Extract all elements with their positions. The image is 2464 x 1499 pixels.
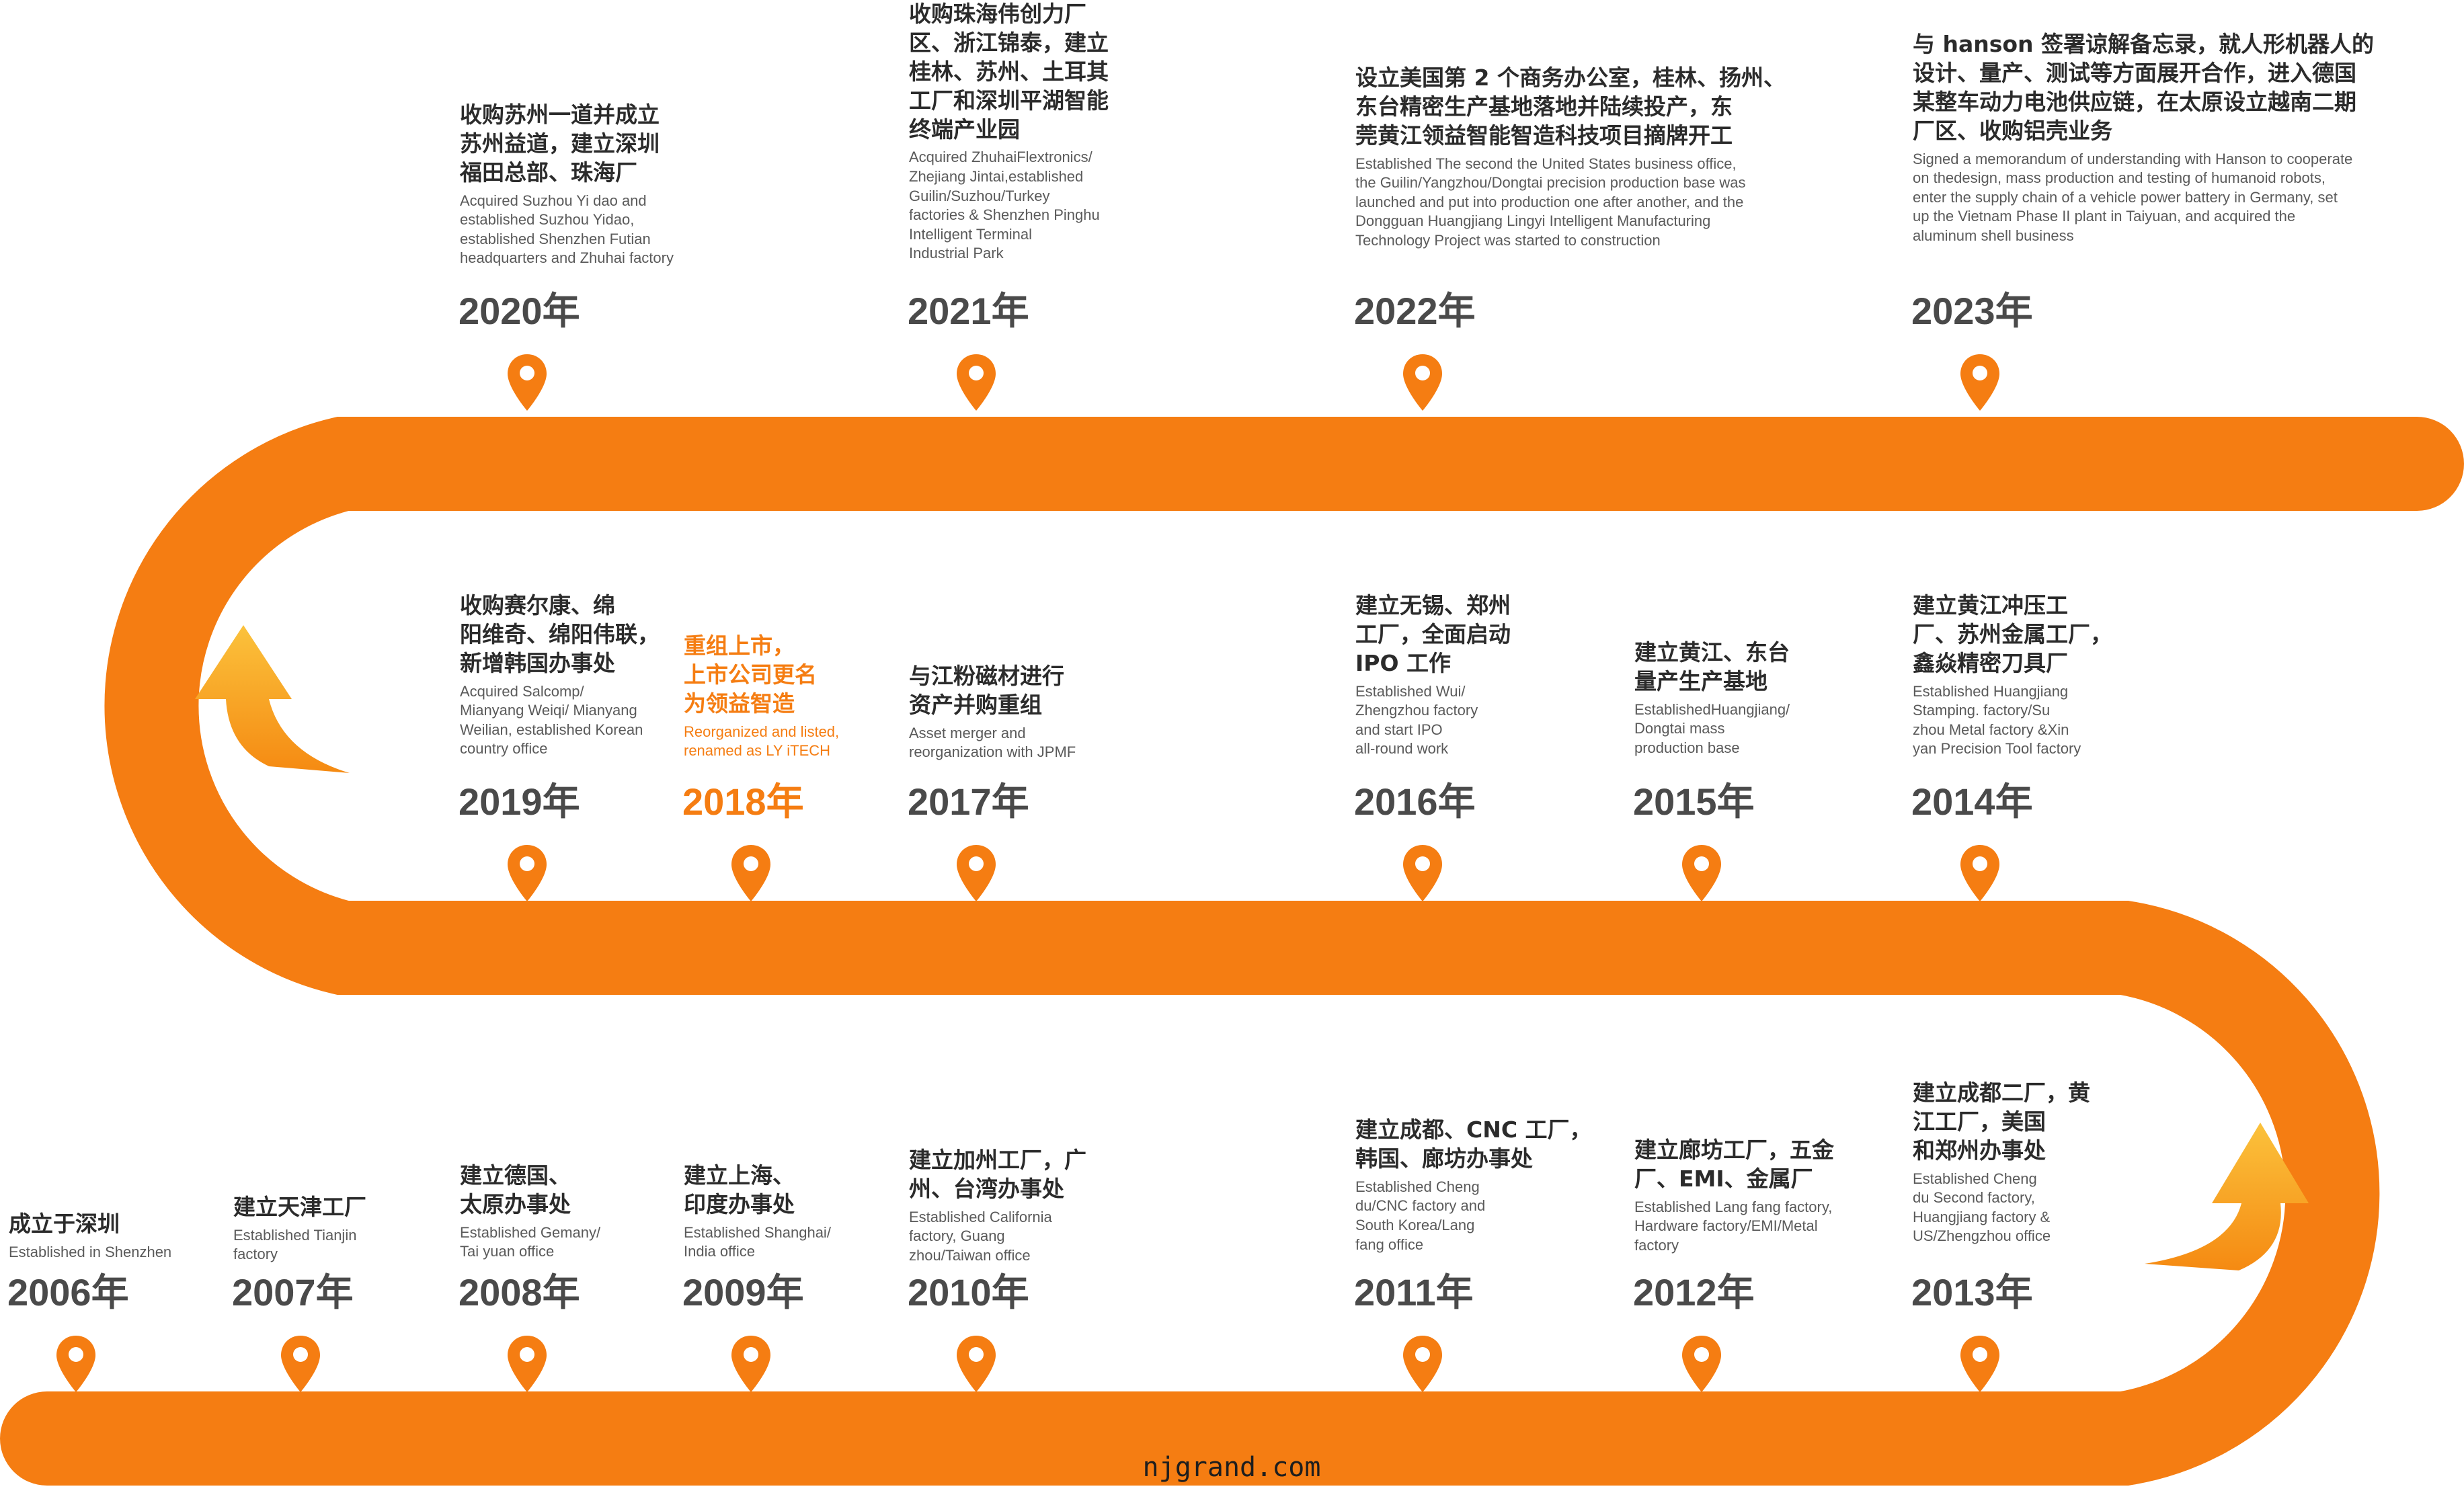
footer-url[interactable]: njgrand.com [1142, 1452, 1321, 1483]
curved-up-arrow-icon [2145, 1123, 2309, 1270]
milestone-title: 建立德国、 太原办事处 [460, 1162, 571, 1217]
milestone-title: 收购苏州一道并成立 苏州益道，建立深圳 福田总部、珠海厂 [460, 102, 660, 186]
milestone-year: 2010年 [908, 1271, 1029, 1313]
milestone-description: Established Cheng du/CNC factory and Sou… [1355, 1178, 1486, 1253]
milestone-item: 建立加州工厂，广 州、台湾办事处 Established California f… [909, 1146, 1124, 1266]
milestone-year: 2022年 [1354, 290, 1476, 332]
milestone-year: 2006年 [7, 1271, 129, 1313]
location-pin-icon [1403, 354, 1442, 411]
milestone-year: 2016年 [1354, 780, 1476, 823]
milestone-year: 2009年 [682, 1271, 804, 1313]
location-pin-icon [1682, 845, 1721, 901]
milestone-description: Asset merger and reorganization with JPM… [909, 724, 1076, 761]
location-pin-icon [1960, 845, 1999, 901]
location-pin-icon [731, 1336, 770, 1392]
milestone-description: Established Tianjin factory [233, 1226, 357, 1263]
milestone-description: Established Cheng du Second factory, Hua… [1913, 1170, 2051, 1245]
milestone-title: 建立无锡、郑州 工厂，全面启动 IPO 工作 [1355, 592, 1511, 676]
location-pin-icon [56, 1336, 95, 1392]
milestone-year: 2018年 [682, 780, 804, 823]
milestone-title: 建立黄江、东台 量产生产基地 [1634, 639, 1790, 694]
milestone-description: Established The second the United States… [1355, 155, 1746, 249]
milestone-title: 收购珠海伟创力厂 区、浙江锦泰，建立 桂林、苏州、土耳其 工厂和深圳平湖智能 终… [909, 1, 1109, 143]
milestone-item: 重组上市， 上市公司更名 为领益智造 Reorganized and listed… [684, 632, 892, 761]
milestone-year: 2013年 [1911, 1271, 2033, 1313]
milestone-item: 收购珠海伟创力厂 区、浙江锦泰，建立 桂林、苏州、土耳其 工厂和深圳平湖智能 终… [909, 0, 1138, 264]
milestone-year: 2017年 [908, 780, 1029, 823]
milestone-item: 设立美国第 2 个商务办公室，桂林、扬州、 东台精密生产基地落地并陆续投产，东 … [1355, 64, 1786, 251]
location-pin-icon [1960, 1336, 1999, 1392]
location-pin-icon [957, 845, 996, 901]
milestone-item: 建立上海、 印度办事处 Established Shanghai/ India o… [684, 1162, 885, 1262]
location-pin-icon [508, 354, 547, 411]
milestone-item: 建立成都、CNC 工厂， 韩国、廊坊办事处 Established Cheng d… [1355, 1116, 1611, 1254]
milestone-title: 建立天津工厂 [233, 1194, 366, 1220]
milestone-title: 建立廊坊工厂，五金 厂、EMI、金属厂 [1634, 1137, 1834, 1192]
location-pin-icon [1960, 354, 1999, 411]
milestone-description: Signed a memorandum of understanding wit… [1913, 150, 2353, 244]
milestone-description: Reorganized and listed, renamed as LY iT… [684, 723, 840, 760]
location-pin-icon [281, 1336, 320, 1392]
milestone-year: 2015年 [1633, 780, 1755, 823]
milestone-title: 建立上海、 印度办事处 [684, 1162, 795, 1217]
location-pin-icon [1403, 845, 1442, 901]
milestone-year: 2021年 [908, 290, 1029, 332]
milestone-item: 建立德国、 太原办事处 Established Gemany/ Tai yuan … [460, 1162, 662, 1262]
milestone-description: Established California factory, Guang zh… [909, 1208, 1052, 1264]
milestone-title: 建立加州工厂，广 州、台湾办事处 [909, 1147, 1086, 1202]
milestone-description: Established in Shenzhen [9, 1243, 172, 1260]
location-pin-icon [731, 845, 770, 901]
milestone-title: 建立成都二厂，黄 江工厂，美国 和郑州办事处 [1913, 1080, 2090, 1164]
milestone-title: 建立黄江冲压工 厂、苏州金属工厂， 鑫焱精密刀具厂 [1913, 592, 2112, 676]
milestone-description: Acquired Salcomp/ Mianyang Weiqi/ Mianya… [460, 682, 643, 758]
milestone-title: 设立美国第 2 个商务办公室，桂林、扬州、 东台精密生产基地落地并陆续投产，东 … [1355, 65, 1786, 149]
milestone-title: 成立于深圳 [9, 1211, 120, 1237]
location-pin-icon [957, 1336, 996, 1392]
milestone-description: Acquired Suzhou Yi dao and established S… [460, 192, 674, 267]
milestone-description: EstablishedHuangjiang/ Dongtai mass prod… [1634, 700, 1790, 756]
milestone-year: 2012年 [1633, 1271, 1755, 1313]
milestone-year: 2020年 [459, 290, 580, 332]
location-pin-icon [1403, 1336, 1442, 1392]
milestone-year: 2014年 [1911, 780, 2033, 823]
milestone-description: Established Wui/ Zhengzhou factory and s… [1355, 682, 1478, 758]
location-pin-icon [1682, 1336, 1721, 1392]
milestone-title: 建立成都、CNC 工厂， 韩国、廊坊办事处 [1355, 1117, 1592, 1172]
milestone-title: 与江粉磁材进行 资产并购重组 [909, 663, 1064, 718]
milestone-title: 收购赛尔康、绵 阳维奇、绵阳伟联， 新增韩国办事处 [460, 592, 660, 676]
milestone-year: 2023年 [1911, 290, 2033, 332]
milestone-description: Acquired ZhuhaiFlextronics/ Zhejiang Jin… [909, 149, 1100, 262]
milestone-item: 建立廊坊工厂，五金 厂、EMI、金属厂 Established Lang fang… [1634, 1136, 1890, 1256]
location-pin-icon [957, 354, 996, 411]
milestone-item: 建立黄江、东台 量产生产基地 EstablishedHuangjiang/ Don… [1634, 639, 1836, 758]
milestone-description: Established Gemany/ Tai yuan office [460, 1223, 601, 1260]
milestone-year: 2008年 [459, 1271, 580, 1313]
milestone-item: 与江粉磁材进行 资产并购重组 Asset merger and reorganiz… [909, 662, 1124, 762]
milestone-item: 成立于深圳 Established in Shenzhen [9, 1210, 210, 1262]
milestone-year: 2007年 [232, 1271, 354, 1313]
milestone-description: Established Shanghai/ India office [684, 1223, 831, 1260]
milestone-item: 与 hanson 签署谅解备忘录，就人形机器人的 设计、量产、测试等方面展开合作… [1913, 30, 2397, 246]
milestone-title: 重组上市， 上市公司更名 为领益智造 [684, 633, 817, 717]
location-pin-icon [508, 845, 547, 901]
timeline-serpentine-band [0, 417, 2464, 1486]
milestone-title: 与 hanson 签署谅解备忘录，就人形机器人的 设计、量产、测试等方面展开合作… [1913, 31, 2375, 144]
milestone-year: 2011年 [1354, 1271, 1474, 1313]
curved-up-arrow-icon [195, 625, 350, 773]
location-pin-icon [508, 1336, 547, 1392]
milestone-year: 2019年 [459, 780, 580, 823]
milestone-description: Established Lang fang factory, Hardware … [1634, 1198, 1833, 1254]
milestone-description: Established Huangjiang Stamping. factory… [1913, 682, 2081, 758]
milestone-item: 建立天津工厂 Established Tianjin factory [233, 1193, 435, 1264]
